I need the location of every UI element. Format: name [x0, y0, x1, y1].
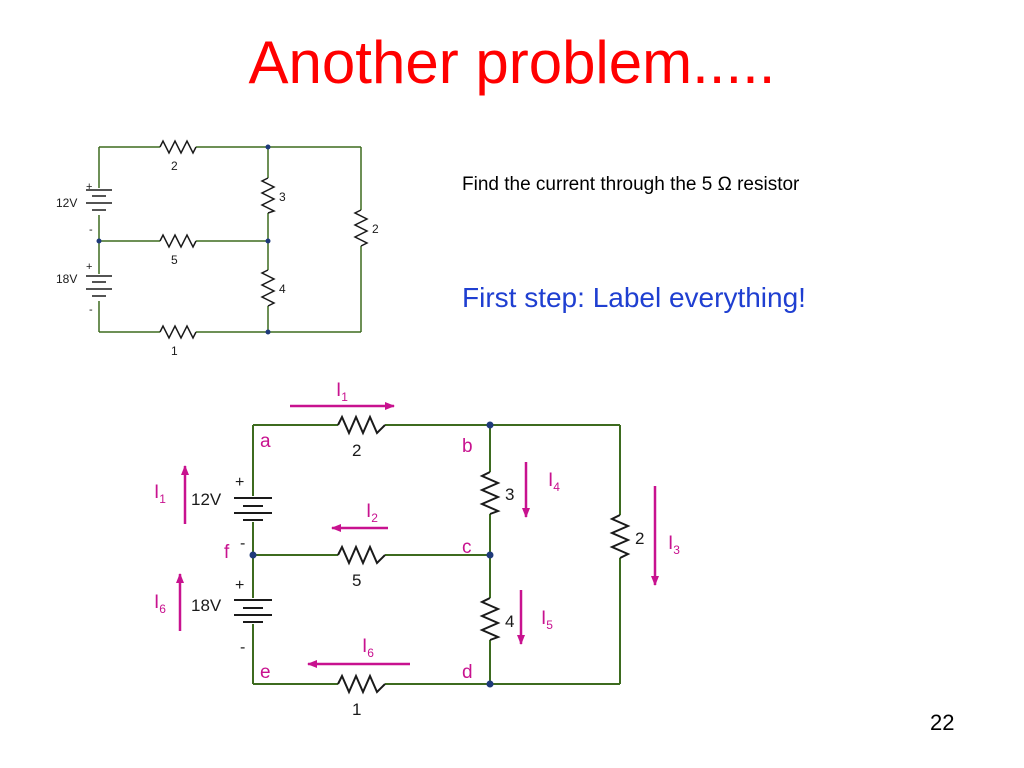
node-label-e: e	[260, 662, 271, 683]
small-resistor-label: 5	[171, 253, 178, 267]
current-label-i1-left: I1	[154, 482, 166, 506]
large-node	[486, 680, 494, 688]
large-resistor-5ohm	[337, 544, 386, 566]
small-node	[96, 238, 102, 244]
small-source-minus: -	[89, 224, 93, 236]
small-source-label: 12V	[56, 196, 77, 210]
current-label-i2: I2	[366, 501, 378, 525]
large-node	[486, 551, 494, 559]
small-resistor-label: 3	[279, 190, 286, 204]
small-battery-12v	[86, 189, 112, 211]
small-resistor-right	[353, 209, 369, 247]
small-resistor-bottom	[159, 324, 197, 340]
small-source-plus: +	[86, 181, 92, 193]
small-resistor-label: 4	[279, 282, 286, 296]
page-number: 22	[930, 710, 955, 735]
large-source-label: 18V	[191, 596, 222, 615]
current-label-i6-bottom: I6	[362, 636, 374, 660]
small-battery-18v	[86, 275, 112, 297]
large-resistor-3	[479, 471, 501, 515]
large-source-minus: -	[240, 535, 245, 552]
small-resistor-3	[260, 177, 276, 214]
large-circuit	[234, 414, 631, 695]
large-resistor-label: 3	[505, 485, 514, 504]
small-resistor-label: 2	[171, 159, 178, 173]
large-resistor-label: 5	[352, 571, 361, 590]
large-source-plus: +	[235, 577, 244, 594]
large-resistor-top	[337, 414, 386, 436]
node-label-b: b	[462, 436, 473, 457]
small-resistor-label: 1	[171, 344, 178, 358]
large-source-label: 12V	[191, 490, 222, 509]
node-label-f: f	[224, 542, 230, 563]
small-resistor-top	[159, 139, 197, 155]
small-resistor-label: 2	[372, 222, 379, 236]
small-node	[265, 238, 271, 244]
step-instruction: First step: Label everything!	[462, 282, 806, 313]
small-resistor-4	[260, 269, 276, 307]
small-source-plus: +	[86, 261, 92, 273]
current-label-i4: I4	[548, 470, 560, 494]
large-resistor-label: 4	[505, 612, 514, 631]
small-resistor-middle	[159, 233, 197, 249]
large-battery-12v	[234, 497, 272, 521]
small-node	[265, 144, 271, 150]
small-source-minus: -	[89, 304, 93, 316]
large-node	[486, 421, 494, 429]
small-circuit	[86, 139, 369, 340]
current-label-i3: I3	[668, 533, 680, 557]
large-resistor-label: 2	[352, 441, 361, 460]
node-label-c: c	[462, 537, 472, 558]
slide-title: Another problem.....	[248, 29, 776, 96]
large-source-plus: +	[235, 474, 244, 491]
large-node-dots	[249, 421, 494, 688]
small-source-label: 18V	[56, 272, 77, 286]
small-node-dots	[96, 144, 271, 335]
current-label-i5: I5	[541, 608, 553, 632]
node-label-a: a	[260, 431, 271, 452]
large-resistor-4	[479, 597, 501, 641]
large-node	[249, 551, 257, 559]
current-label-i1-top: I1	[336, 380, 348, 404]
current-label-i6-left: I6	[154, 592, 166, 616]
large-battery-18v	[234, 599, 272, 623]
large-source-minus: -	[240, 639, 245, 656]
large-resistor-label: 2	[635, 529, 644, 548]
node-label-d: d	[462, 662, 473, 683]
large-resistor-bottom	[337, 673, 386, 695]
large-resistor-right	[609, 514, 631, 559]
small-node	[265, 329, 271, 335]
problem-statement: Find the current through the 5 Ω resisto…	[462, 174, 800, 195]
large-resistor-label: 1	[352, 700, 361, 719]
